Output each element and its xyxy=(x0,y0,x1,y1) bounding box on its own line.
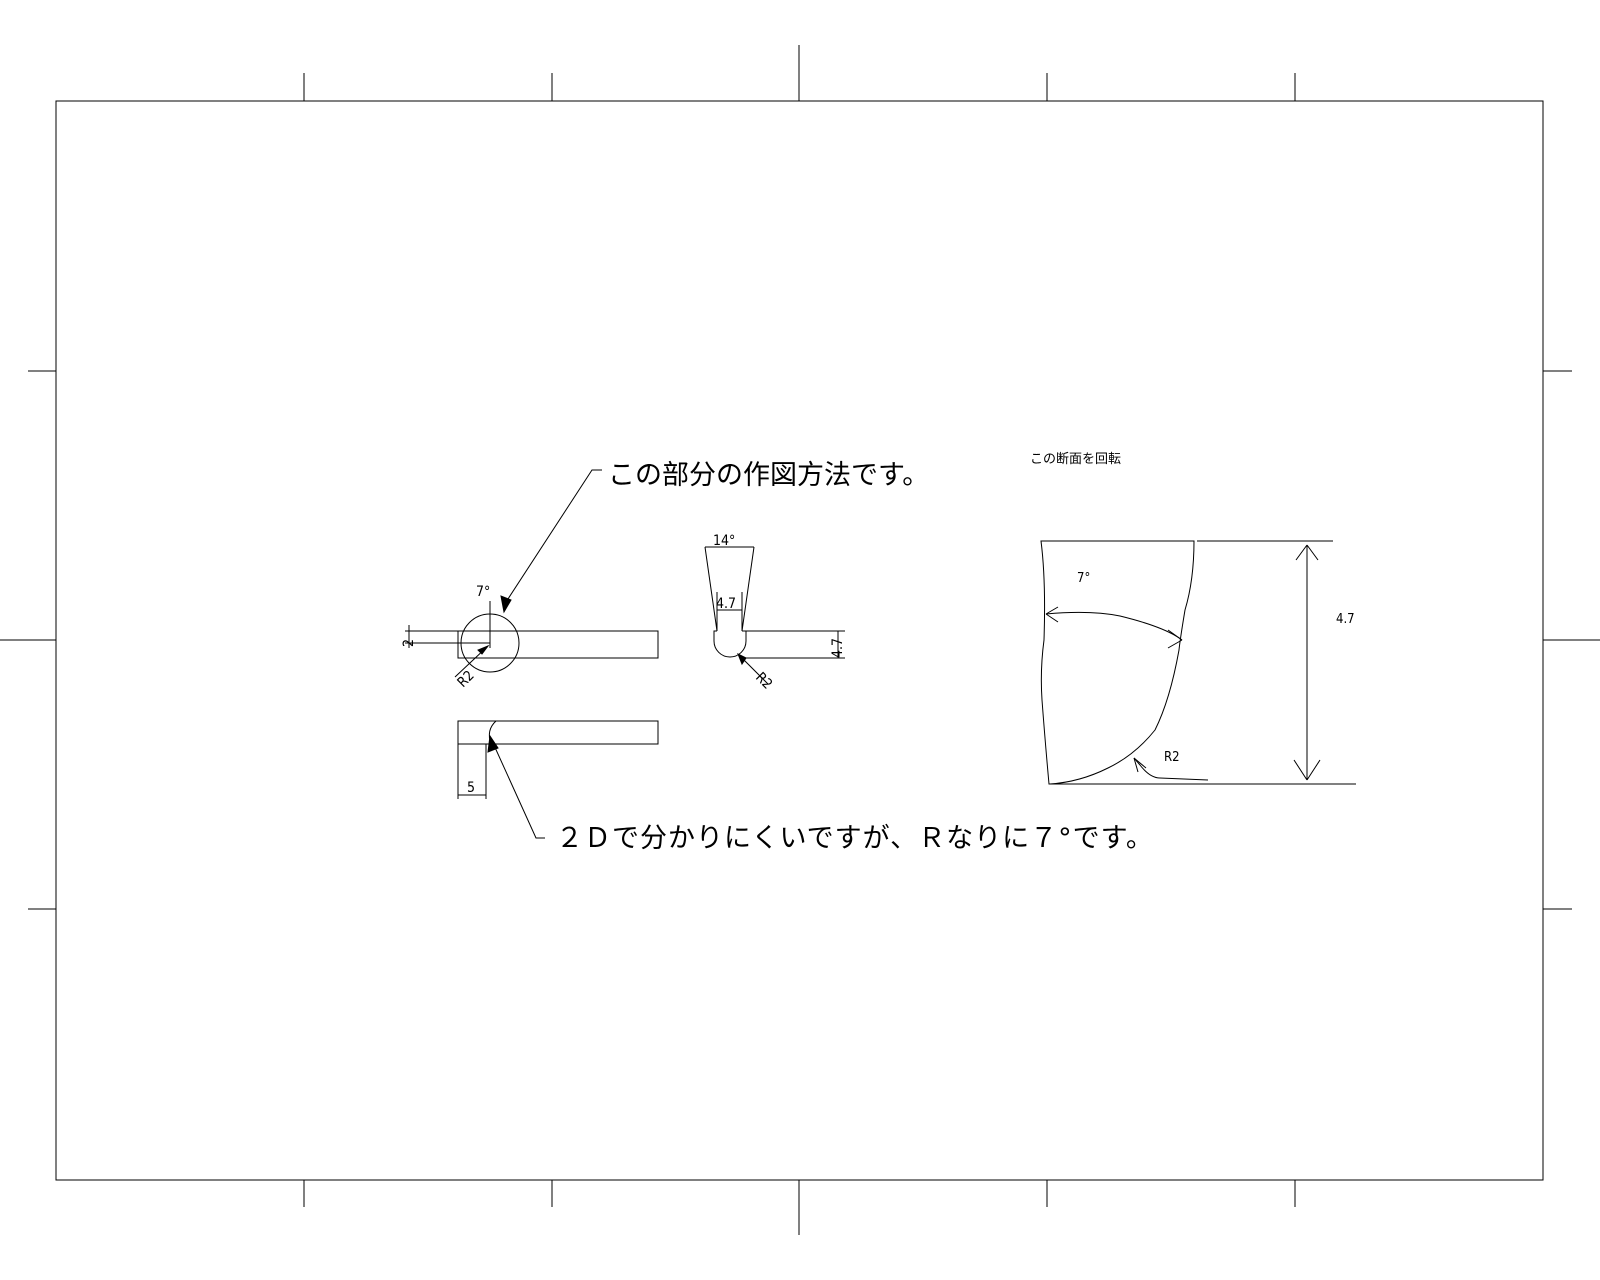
side-view xyxy=(405,601,659,678)
bottom-note-leader xyxy=(492,742,545,839)
top-note: この部分の作図方法です。 xyxy=(608,460,929,491)
bottom-view xyxy=(457,720,659,799)
left-zone-ticks xyxy=(0,370,56,910)
end-radius-label: R2 xyxy=(752,670,775,693)
section-angle-label: 7° xyxy=(1077,571,1090,586)
side-angle-label: 7° xyxy=(476,584,490,600)
end-view-round xyxy=(713,630,747,658)
section-view xyxy=(1040,540,1356,785)
end-height-label: 4.7 xyxy=(830,638,846,658)
section-note: この断面を回転 xyxy=(1030,452,1121,467)
section-angle-arc xyxy=(1045,611,1183,641)
bottom-note: ２Ｄで分かりにくいですが、Ｒなりに７°です。 xyxy=(556,823,1154,854)
end-view xyxy=(704,546,845,685)
bottom-view-bar xyxy=(457,720,659,745)
section-r2-leader xyxy=(1133,757,1209,781)
top-note-leader xyxy=(505,469,602,603)
end-width-label: 4.7 xyxy=(716,596,736,612)
side-radius-label: R2 xyxy=(455,668,478,691)
top-zone-ticks xyxy=(303,45,1296,101)
section-outline xyxy=(1040,540,1195,785)
bottom-length-label: 5 xyxy=(467,780,475,796)
side-view-bar xyxy=(457,630,659,659)
section-height-label: 4.7 xyxy=(1336,612,1355,627)
section-radius-label: R2 xyxy=(1164,750,1180,765)
end-taper-label: 14° xyxy=(713,533,735,549)
bottom-zone-ticks xyxy=(303,1180,1296,1235)
sheet-border xyxy=(55,100,1544,1181)
right-zone-ticks xyxy=(1543,370,1600,910)
side-height-label: 2 xyxy=(401,639,417,647)
